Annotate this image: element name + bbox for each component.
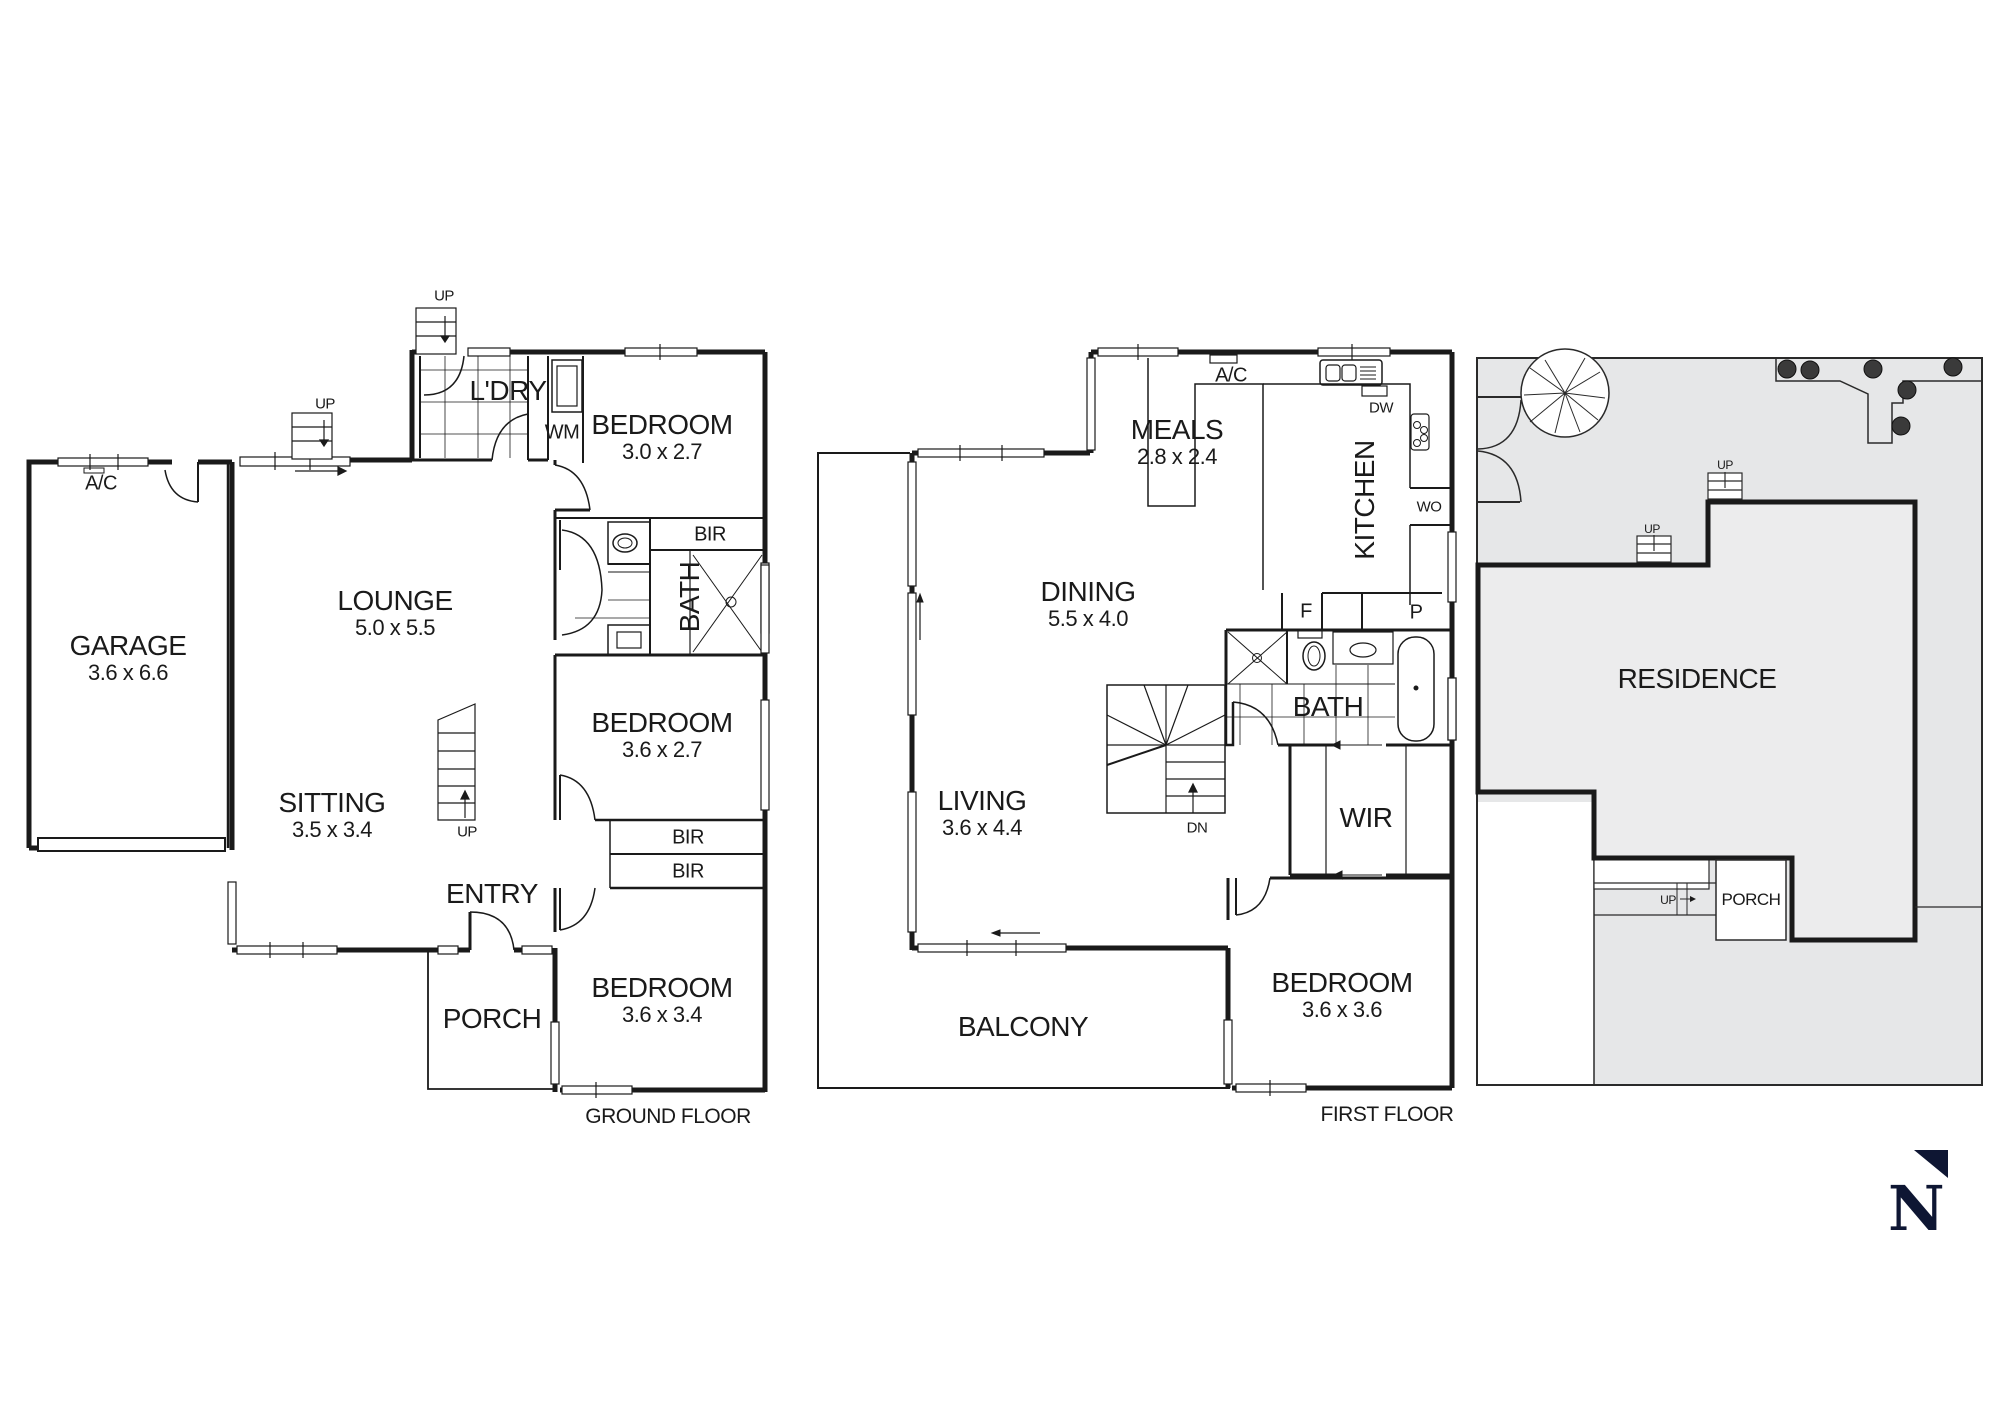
room-label-dining: DINING 5.5 x 4.0 <box>1040 576 1137 631</box>
stairs-up-label-lounge: UP <box>315 395 335 413</box>
room-label-bedroom-1: BEDROOM 3.0 x 2.7 <box>591 409 733 464</box>
site-stairs-up-label-1: UP <box>1717 458 1733 472</box>
room-label-first-bath: BATH <box>1292 691 1364 722</box>
dw-label: DW <box>1369 399 1394 417</box>
bedroom2-walls <box>553 655 765 890</box>
room-label-laundry: L'DRY <box>469 375 547 406</box>
ground-internal-stairs <box>437 703 476 821</box>
garage-walls <box>26 454 232 852</box>
bedroom1-walls <box>553 460 765 640</box>
bir-label-2: BIR <box>672 826 704 849</box>
stairs-laundry <box>415 307 457 355</box>
ac-label-ground: A/C <box>85 472 117 495</box>
shrub-icons <box>1777 357 1963 436</box>
tree-icon <box>1520 348 1610 438</box>
stairs-up-label-internal: UP <box>457 823 477 841</box>
room-label-kitchen: KITCHEN <box>1349 440 1380 560</box>
north-compass-label: N <box>1888 1172 1945 1245</box>
room-label-balcony: BALCONY <box>957 1011 1089 1042</box>
ground-bath <box>555 520 770 657</box>
room-label-ground-bath: BATH <box>674 561 705 633</box>
first-floor-plan <box>817 344 1457 1096</box>
wo-label: WO <box>1416 498 1442 516</box>
room-label-lounge: LOUNGE 5.0 x 5.5 <box>337 585 453 640</box>
room-label-bedroom-2: BEDROOM 3.6 x 2.7 <box>591 707 733 762</box>
fridge-label: F <box>1300 600 1312 623</box>
room-label-garage: GARAGE 3.6 x 6.6 <box>69 630 187 685</box>
room-label-first-bedroom: BEDROOM 3.6 x 3.6 <box>1271 967 1413 1022</box>
wm-label: WM <box>544 421 580 444</box>
stairs-dn-label: DN <box>1186 819 1208 837</box>
room-label-meals: MEALS 2.8 x 2.4 <box>1130 414 1224 469</box>
room-label-bedroom-3: BEDROOM 3.6 x 3.4 <box>591 972 733 1027</box>
stairs-lounge <box>291 412 348 476</box>
room-label-porch: PORCH <box>442 1003 542 1034</box>
bedroom3-door <box>553 887 596 932</box>
site-stairs-up-label-3: UP <box>1660 893 1676 907</box>
ground-floor-title: GROUND FLOOR <box>585 1105 751 1128</box>
site-residence-label: RESIDENCE <box>1617 663 1777 694</box>
bir-label-3: BIR <box>672 860 704 883</box>
bir-label-1: BIR <box>694 523 726 546</box>
north-arrow-icon <box>1914 1150 1948 1178</box>
site-stairs-up-label-2: UP <box>1644 522 1660 536</box>
room-label-living: LIVING 3.6 x 4.4 <box>937 785 1027 840</box>
site-plan <box>1475 348 1983 1086</box>
site-porch-label: PORCH <box>1721 890 1781 909</box>
ac-label-first: A/C <box>1215 364 1247 387</box>
first-floor-title: FIRST FLOOR <box>1320 1103 1454 1126</box>
laundry-interior <box>412 355 584 462</box>
stairs-up-label-laundry: UP <box>434 287 454 305</box>
room-label-entry: ENTRY <box>446 878 538 909</box>
room-label-wir: WIR <box>1339 802 1393 833</box>
site-stairs <box>1636 472 1743 563</box>
room-label-sitting: SITTING 3.5 x 3.4 <box>278 787 386 842</box>
pantry-label: P <box>1409 601 1423 624</box>
first-floor-stairs <box>1106 684 1226 814</box>
ground-floor-plan <box>26 307 770 1098</box>
